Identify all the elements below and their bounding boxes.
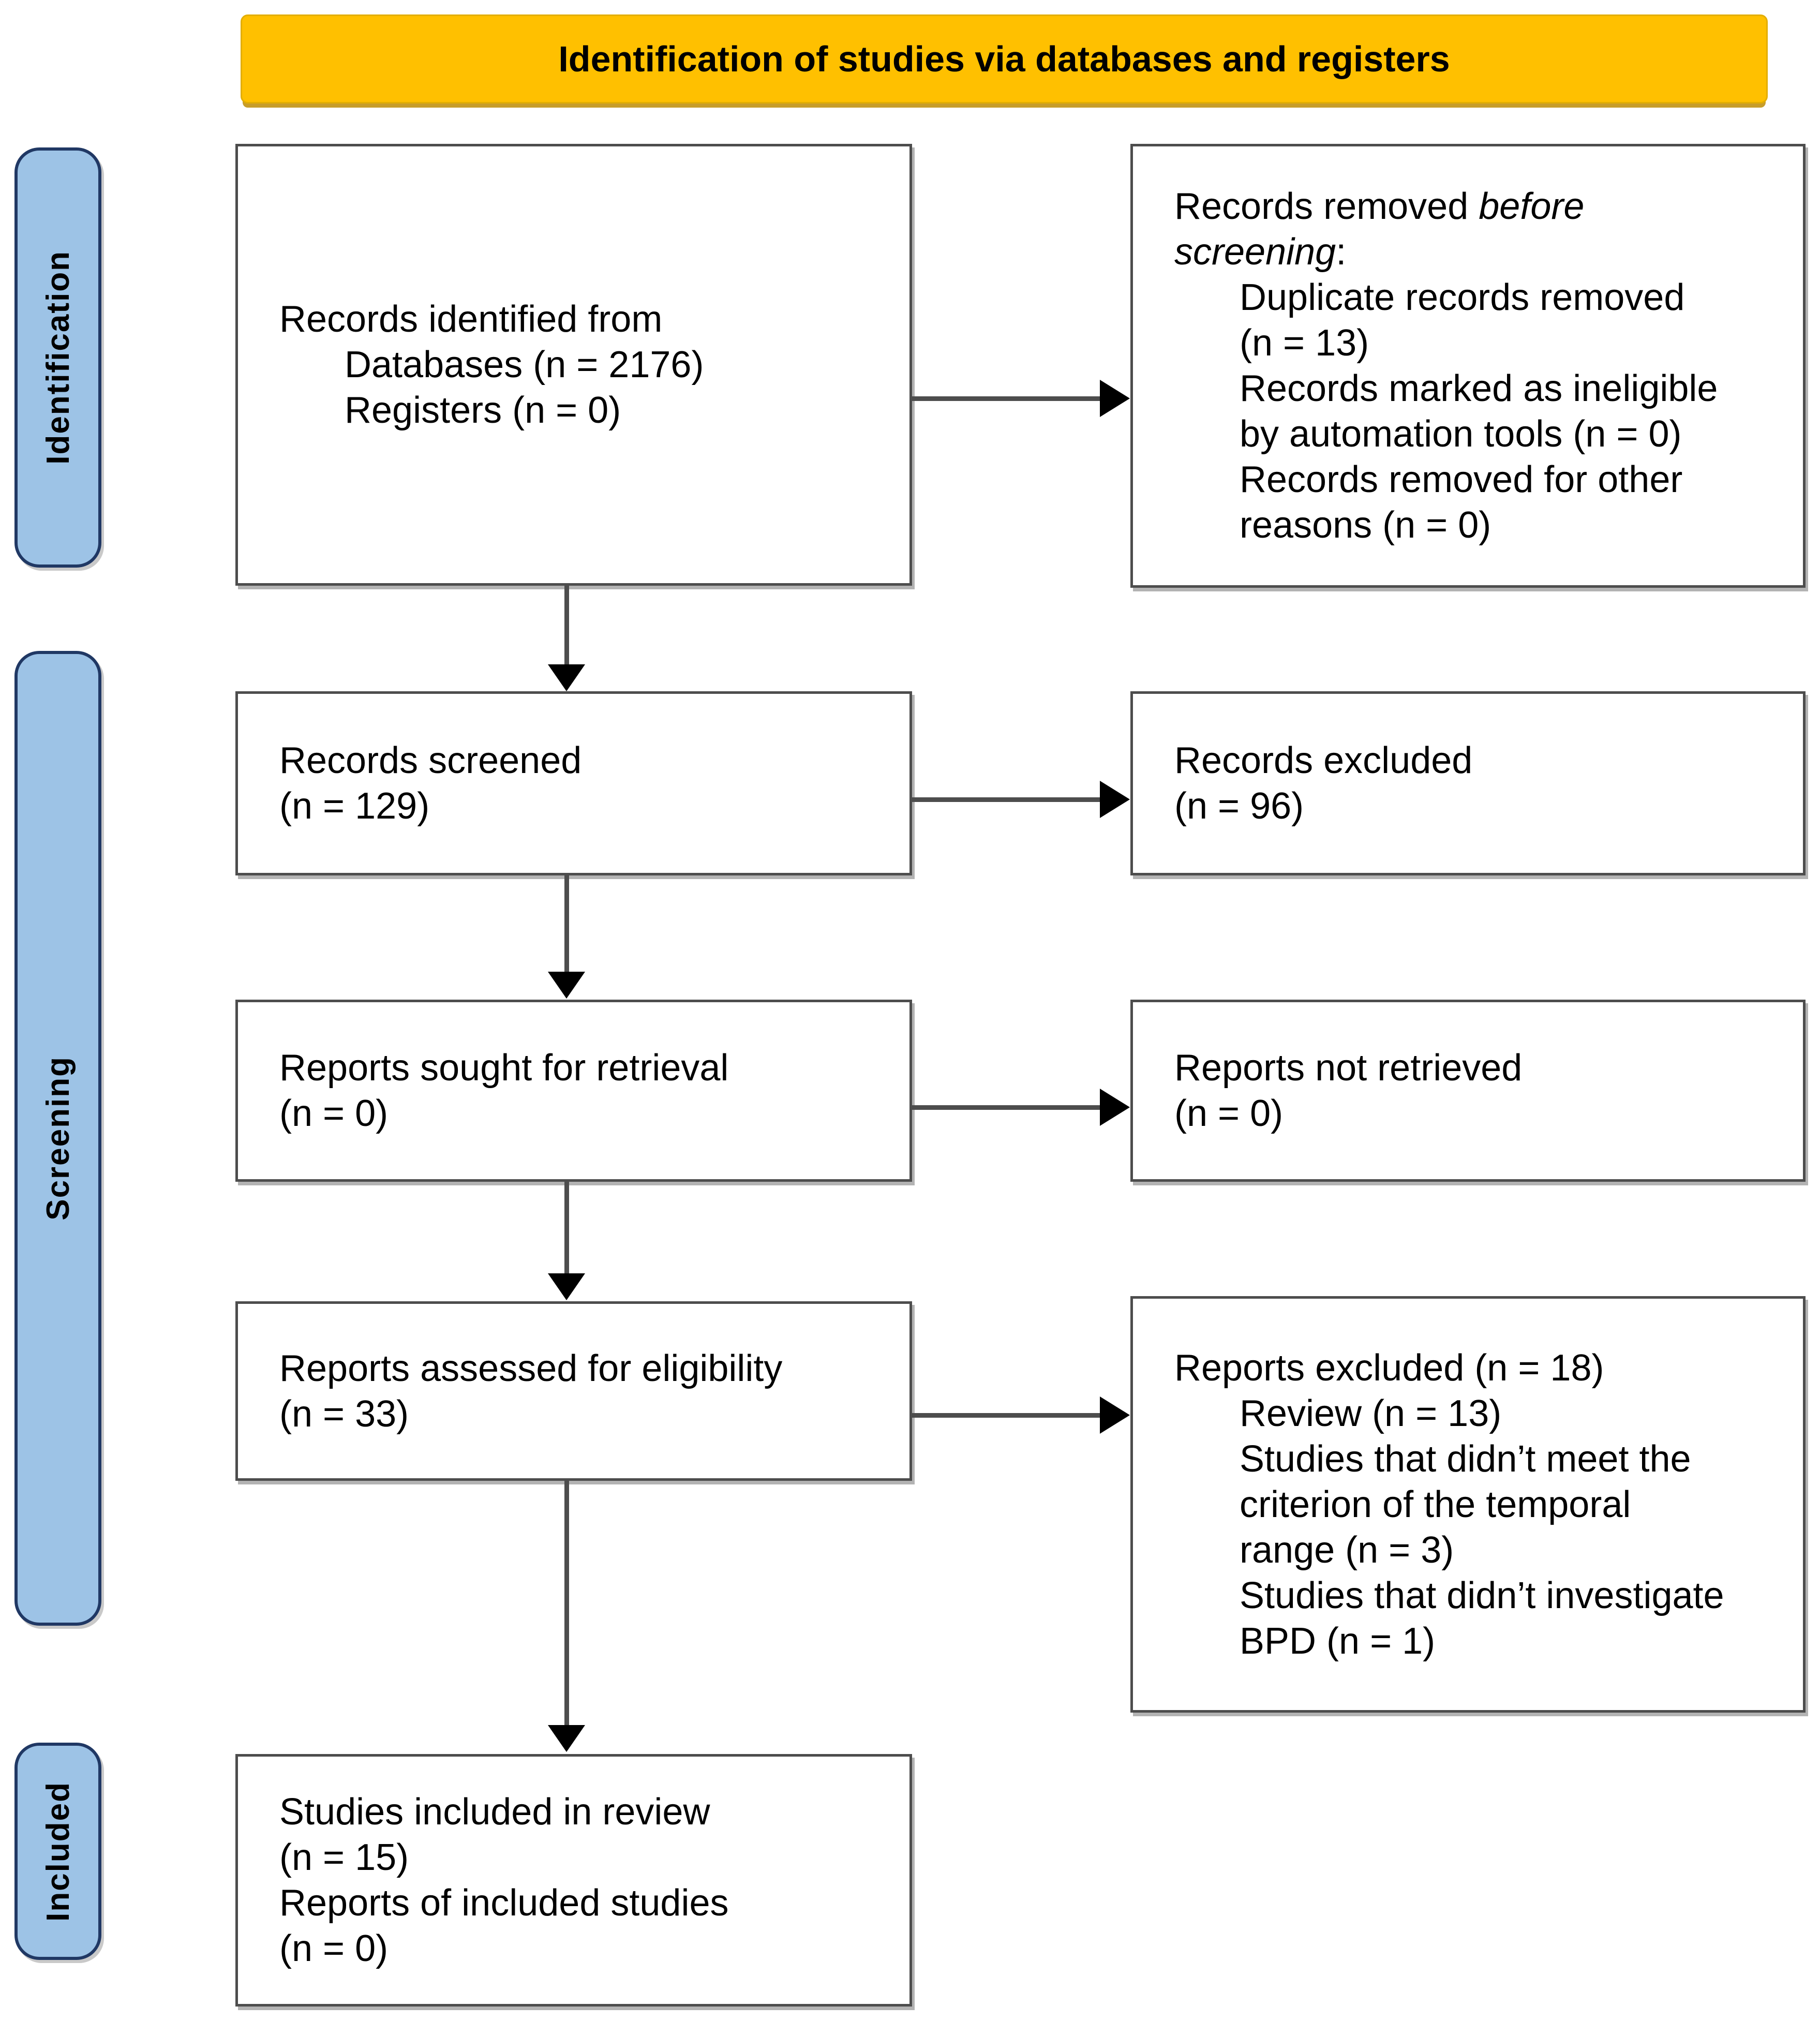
- arrow-screened-to-sought-head: [548, 972, 585, 999]
- box-text-line: (n = 15): [279, 1837, 409, 1878]
- box-text-line: (n = 0): [1174, 1093, 1284, 1134]
- box-text-line: criterion of the temporal: [1240, 1483, 1631, 1525]
- box-text-line: Records excluded: [1174, 740, 1473, 781]
- head-italic-text: before: [1479, 186, 1585, 227]
- box-text-line: Review (n = 13): [1240, 1392, 1502, 1434]
- box-text-line: Records screened: [279, 740, 582, 781]
- arrow-sought-to-assessed-head: [548, 1273, 585, 1300]
- arrow-identified-to-screened-line: [564, 586, 569, 664]
- box-text-line: Studies included in review: [279, 1791, 710, 1833]
- head-italic-text: screening: [1174, 231, 1336, 273]
- box-text-line: Studies that didn’t investigate: [1240, 1574, 1724, 1616]
- box-text-line: (n = 0): [279, 1093, 389, 1134]
- box-text-line: Records marked as ineligible: [1240, 368, 1718, 409]
- title-banner: Identification of studies via databases …: [241, 14, 1768, 103]
- box-text-line: Duplicate records removed: [1240, 277, 1685, 318]
- stage-label-identification: Identification: [14, 147, 101, 568]
- box-reports-not-retrieved: Reports not retrieved (n = 0): [1130, 1000, 1806, 1182]
- box-reports-sought-for-retrieval: Reports sought for retrieval (n = 0): [235, 1000, 912, 1182]
- head-normal-text: :: [1336, 231, 1347, 273]
- box-text-line: Reports sought for retrieval: [279, 1047, 729, 1089]
- arrow-identified-to-removed-head: [1100, 380, 1130, 417]
- arrow-assessed-to-included-line: [564, 1481, 569, 1725]
- stage-label-screening: Screening: [14, 651, 101, 1626]
- stage-label-included: Included: [14, 1743, 101, 1960]
- box-text-line: Registers (n = 0): [345, 390, 621, 431]
- box-text-line: Records identified from: [279, 299, 663, 340]
- box-text-line: (n = 13): [1240, 322, 1369, 364]
- arrow-identified-to-screened-head: [548, 664, 585, 691]
- box-text-line: Databases (n = 2176): [345, 344, 704, 385]
- box-text-line: (n = 33): [279, 1393, 409, 1435]
- arrow-sought-to-assessed-line: [564, 1182, 569, 1273]
- arrow-identified-to-removed-line: [912, 396, 1100, 401]
- head-normal-text: Records removed: [1174, 186, 1479, 227]
- box-text-line: range (n = 3): [1240, 1529, 1454, 1571]
- box-text-line: by automation tools (n = 0): [1240, 413, 1682, 455]
- arrow-sought-to-not-retrieved-head: [1100, 1089, 1130, 1126]
- box-text-line: Reports excluded (n = 18): [1174, 1347, 1604, 1389]
- box-text-line: (n = 129): [279, 785, 430, 827]
- box-text-line: reasons (n = 0): [1240, 504, 1491, 546]
- stage-label-included-text: Included: [40, 1781, 76, 1922]
- box-records-screened: Records screened (n = 129): [235, 691, 912, 875]
- box-text-line: Records removed before: [1174, 184, 1784, 229]
- stage-label-screening-text: Screening: [40, 1056, 76, 1221]
- stage-label-identification-text: Identification: [40, 250, 76, 465]
- box-text-line: Reports assessed for eligibility: [279, 1347, 783, 1389]
- box-text-line: screening:: [1174, 229, 1784, 275]
- title-text: Identification of studies via databases …: [558, 39, 1450, 79]
- box-text-line: BPD (n = 1): [1240, 1620, 1436, 1662]
- box-text-line: Records removed for other: [1240, 459, 1683, 500]
- box-text-line: (n = 0): [279, 1928, 389, 1969]
- arrow-assessed-to-included-head: [548, 1725, 585, 1752]
- box-text-line: Studies that didn’t meet the: [1240, 1438, 1691, 1480]
- box-text-line: Reports not retrieved: [1174, 1047, 1523, 1089]
- box-studies-included-in-review: Studies included in review (n = 15) Repo…: [235, 1754, 912, 2007]
- arrow-screened-to-excluded-line: [912, 797, 1100, 802]
- arrow-screened-to-excluded-head: [1100, 781, 1130, 818]
- box-reports-assessed-for-eligibility: Reports assessed for eligibility (n = 33…: [235, 1301, 912, 1481]
- arrow-sought-to-not-retrieved-line: [912, 1105, 1100, 1110]
- box-records-excluded: Records excluded (n = 96): [1130, 691, 1806, 875]
- box-text-line: (n = 96): [1174, 785, 1304, 827]
- box-records-removed-before-screening: Records removed before screening: Duplic…: [1130, 144, 1806, 588]
- arrow-assessed-to-reports-excluded-head: [1100, 1396, 1130, 1434]
- box-reports-excluded: Reports excluded (n = 18) Review (n = 13…: [1130, 1296, 1806, 1713]
- arrow-screened-to-sought-line: [564, 875, 569, 972]
- box-text-line: Reports of included studies: [279, 1882, 729, 1924]
- box-records-identified: Records identified from Databases (n = 2…: [235, 144, 912, 586]
- arrow-assessed-to-reports-excluded-line: [912, 1413, 1100, 1418]
